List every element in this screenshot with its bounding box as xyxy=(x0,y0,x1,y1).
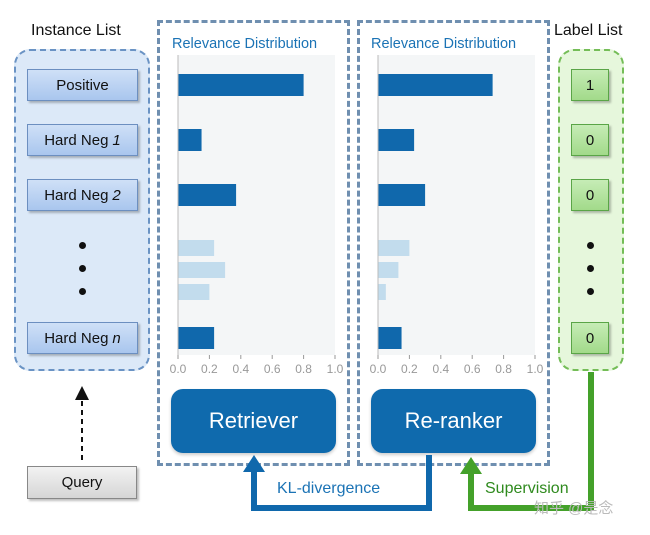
ellipsis-dot xyxy=(587,265,594,272)
reranker-label: Re-ranker xyxy=(404,408,503,433)
instance-label: Hard Neg xyxy=(44,186,109,204)
ellipsis-dot xyxy=(587,242,594,249)
bar xyxy=(378,184,426,206)
x-tick-label: 0.0 xyxy=(170,362,187,376)
ellipsis-dot xyxy=(587,288,594,295)
instance-index: 2 xyxy=(112,186,121,204)
x-tick-label: 0.8 xyxy=(295,362,312,376)
bar-faded xyxy=(378,262,399,278)
x-tick-label: 0.0 xyxy=(370,362,387,376)
reranker-dist-title: Relevance Distribution xyxy=(371,36,517,52)
x-tick-label: 0.2 xyxy=(401,362,418,376)
kl-divergence-label: KL-divergence xyxy=(277,480,381,497)
instance-positive: Positive xyxy=(27,69,138,101)
bar xyxy=(178,327,215,349)
x-tick-label: 0.4 xyxy=(232,362,249,376)
x-tick-label: 0.4 xyxy=(432,362,449,376)
retriever-button[interactable]: Retriever xyxy=(171,389,336,453)
reranker-chart: 0.0 0.2 0.4 0.6 0.8 1.0 xyxy=(370,55,544,376)
bar xyxy=(378,129,415,151)
kl-divergence-arrow xyxy=(243,455,432,511)
supervision-label: Supervision xyxy=(485,480,569,497)
x-tick-label: 0.6 xyxy=(464,362,481,376)
reranker-button[interactable]: Re-ranker xyxy=(371,389,536,453)
x-tick-label: 1.0 xyxy=(527,362,544,376)
label-list-panel xyxy=(558,49,624,371)
label-positive: 1 xyxy=(571,69,609,101)
x-tick-label: 1.0 xyxy=(327,362,344,376)
ellipsis-dot xyxy=(79,242,86,249)
label-hard-neg-2: 0 xyxy=(571,179,609,211)
query-box: Query xyxy=(27,466,137,499)
retriever-dist-title: Relevance Distribution xyxy=(172,36,318,52)
label-hard-neg-n: 0 xyxy=(571,322,609,354)
retriever-label: Retriever xyxy=(208,408,299,433)
instance-label: Positive xyxy=(56,76,109,94)
instance-label: Hard Neg xyxy=(44,329,109,347)
ellipsis-dot xyxy=(79,288,86,295)
reranker-frame xyxy=(357,20,550,466)
bar-faded xyxy=(178,284,210,300)
instance-hard-neg-1: Hard Neg 1 xyxy=(27,124,138,156)
bar-faded xyxy=(178,240,215,256)
instance-index: 1 xyxy=(112,131,121,149)
x-tick-label: 0.8 xyxy=(495,362,512,376)
x-tick-label: 0.2 xyxy=(201,362,218,376)
bar-faded xyxy=(378,240,410,256)
bar xyxy=(378,327,402,349)
bar xyxy=(178,184,237,206)
bar-faded xyxy=(378,284,386,300)
instance-list-title: Instance List xyxy=(31,22,121,39)
instance-hard-neg-2: Hard Neg 2 xyxy=(27,179,138,211)
bar xyxy=(178,74,304,96)
bar xyxy=(178,129,202,151)
query-arrow xyxy=(75,386,89,460)
instance-label: Hard Neg xyxy=(44,131,109,149)
query-label: Query xyxy=(61,474,103,491)
supervision-arrow xyxy=(460,372,594,511)
bar xyxy=(378,74,493,96)
label-list-title: Label List xyxy=(554,22,623,39)
bar-faded xyxy=(178,262,226,278)
instance-index: n xyxy=(112,329,121,347)
label-hard-neg-1: 0 xyxy=(571,124,609,156)
ellipsis-dot xyxy=(79,265,86,272)
watermark: 知乎 @是念 xyxy=(534,500,614,517)
retriever-chart: 0.0 0.2 0.4 0.6 0.8 1.0 xyxy=(170,55,344,376)
x-tick-label: 0.6 xyxy=(264,362,281,376)
instance-hard-neg-n: Hard Neg n xyxy=(27,322,138,354)
